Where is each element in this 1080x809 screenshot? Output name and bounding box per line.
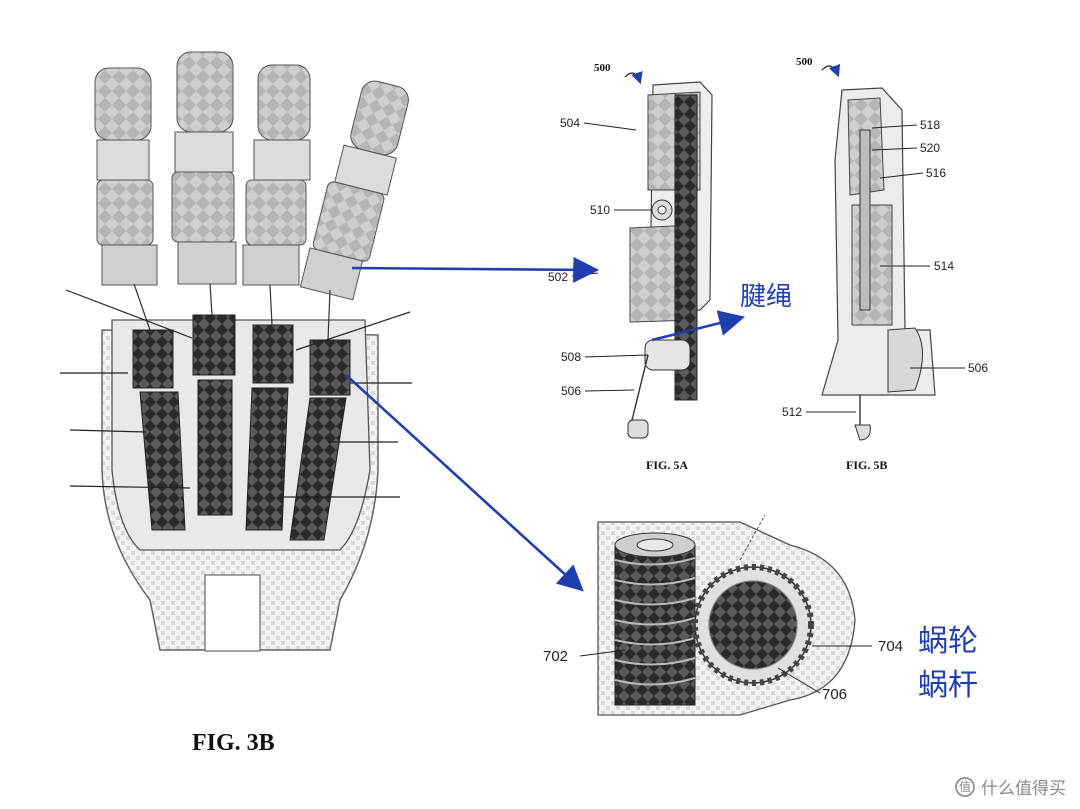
fig5a-drawing xyxy=(571,70,713,439)
part-518: 518 xyxy=(920,118,941,132)
finger-1 xyxy=(94,67,158,286)
watermark: 值 什么值得买 xyxy=(955,774,1066,799)
part-506-a: 506 xyxy=(561,384,582,398)
tendon-annotation: 腱绳 xyxy=(740,282,793,312)
finger-2 xyxy=(171,51,237,285)
callout-arrows xyxy=(345,256,746,592)
fig5b-ref-500: 500 xyxy=(796,56,813,68)
worm-gear-drawing xyxy=(579,514,872,716)
watermark-logo-icon: 值 xyxy=(955,776,975,797)
part-510: 510 xyxy=(590,203,611,217)
part-504: 504 xyxy=(560,116,581,130)
part-520: 520 xyxy=(920,141,941,155)
part-514: 514 xyxy=(934,259,955,273)
part-506-b: 506 xyxy=(968,361,989,375)
part-508: 508 xyxy=(561,350,582,364)
fig3b-caption: FIG. 3B xyxy=(192,730,275,756)
watermark-text: 什么值得买 xyxy=(981,779,1066,799)
finger-4 xyxy=(299,80,409,301)
part-516: 516 xyxy=(926,166,947,180)
arrow-finger-to-fig5a xyxy=(351,256,600,283)
part-704: 704 xyxy=(878,638,904,655)
part-502: 502 xyxy=(548,270,569,284)
arrow-motor-to-worm xyxy=(345,374,584,592)
part-702: 702 xyxy=(543,648,569,665)
part-706: 706 xyxy=(822,686,848,703)
fig5a-ref-500: 500 xyxy=(594,62,611,74)
part-512: 512 xyxy=(782,405,803,419)
fig5a-caption: FIG. 5A xyxy=(646,458,688,472)
hand-drawing xyxy=(60,51,412,652)
worm-screw-annotation: 蜗杆 xyxy=(918,668,978,703)
arrow-tendon xyxy=(651,310,746,342)
fig5b-caption: FIG. 5B xyxy=(846,458,888,472)
worm-gear-annotation: 蜗轮 xyxy=(918,624,978,659)
fig5b-drawing xyxy=(806,63,965,441)
finger-3 xyxy=(242,64,311,286)
